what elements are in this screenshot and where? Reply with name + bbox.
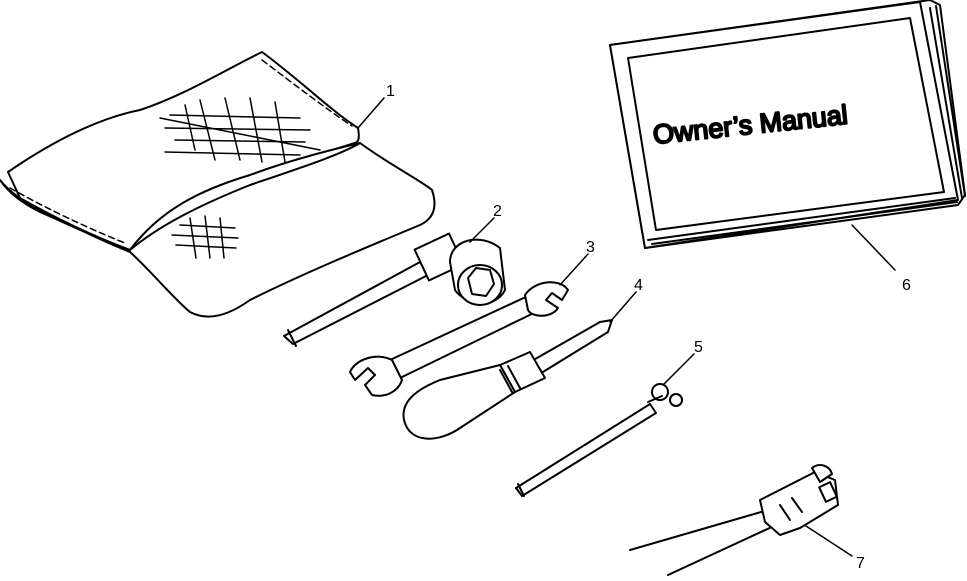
callout-5: 5 xyxy=(694,339,703,356)
owners-manual: Owner’s Manual xyxy=(609,0,966,249)
callout-2: 2 xyxy=(493,203,502,220)
open-end-wrench xyxy=(349,281,569,397)
callout-6: 6 xyxy=(902,277,911,294)
callout-1: 1 xyxy=(386,83,395,100)
spark-plug-wrench xyxy=(283,232,506,347)
tool-pouch xyxy=(0,51,436,318)
callout-7: 7 xyxy=(856,555,865,572)
callout-3: 3 xyxy=(586,239,595,256)
callout-4: 4 xyxy=(634,277,643,294)
handle-bar xyxy=(515,383,683,497)
spark-plug-gap-tool xyxy=(629,464,839,576)
screwdriver xyxy=(402,319,613,440)
